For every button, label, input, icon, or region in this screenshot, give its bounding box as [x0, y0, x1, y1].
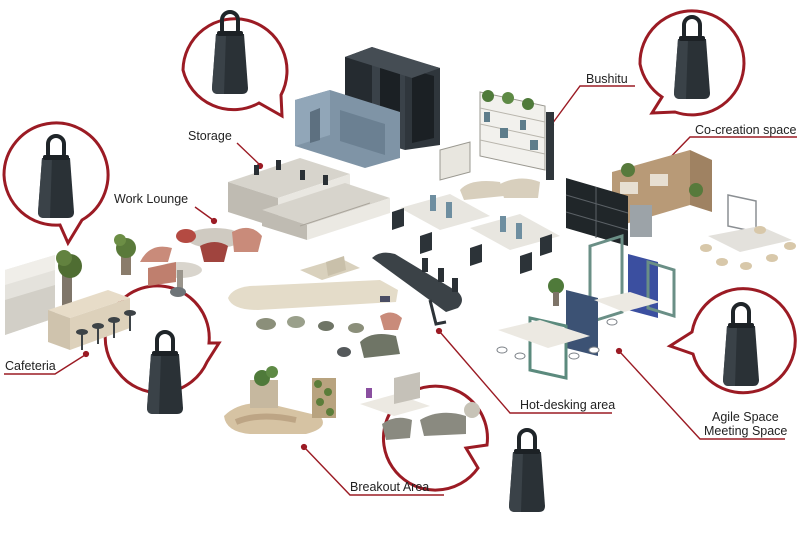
zone-label-bushitu: Bushitu	[586, 72, 628, 86]
zone-label-storage: Storage	[188, 129, 232, 143]
leader-agile	[619, 351, 785, 440]
open-desks-illustration	[392, 194, 560, 274]
zone-label-meeting-space: Meeting Space	[704, 424, 787, 438]
callout-bubble-left	[2, 121, 110, 247]
leader-hot-desking	[439, 331, 612, 414]
zone-label-work-lounge: Work Lounge	[114, 192, 188, 206]
leader-breakout	[304, 447, 444, 496]
leader-work-lounge	[194, 206, 214, 221]
breakout-area-illustration	[224, 366, 480, 440]
leader-bushitu	[551, 85, 635, 125]
zone-label-breakout: Breakout Area	[350, 480, 429, 494]
zone-label-cafeteria: Cafeteria	[5, 359, 56, 373]
callout-bubble-top-left	[181, 10, 289, 119]
phone-booths-illustration	[295, 47, 440, 168]
callout-bubble-top-right	[638, 9, 746, 117]
cafeteria-illustration	[5, 250, 136, 350]
zone-label-hot-desking: Hot-desking area	[520, 398, 615, 412]
zone-label-agile-space: Agile Space	[712, 410, 779, 424]
zone-label-co-creation: Co-creation space	[695, 123, 796, 137]
leader-storage	[236, 142, 261, 166]
agile-meeting-illustration	[496, 233, 676, 380]
work-lounge-illustration	[114, 227, 262, 297]
hot-desking-illustration	[228, 252, 462, 358]
storage-lockers-illustration	[228, 158, 390, 240]
bushitu-illustration	[439, 90, 554, 200]
callout-bubble-right	[666, 287, 797, 395]
leader-cafeteria	[4, 354, 86, 375]
co-creation-illustration	[565, 150, 796, 270]
